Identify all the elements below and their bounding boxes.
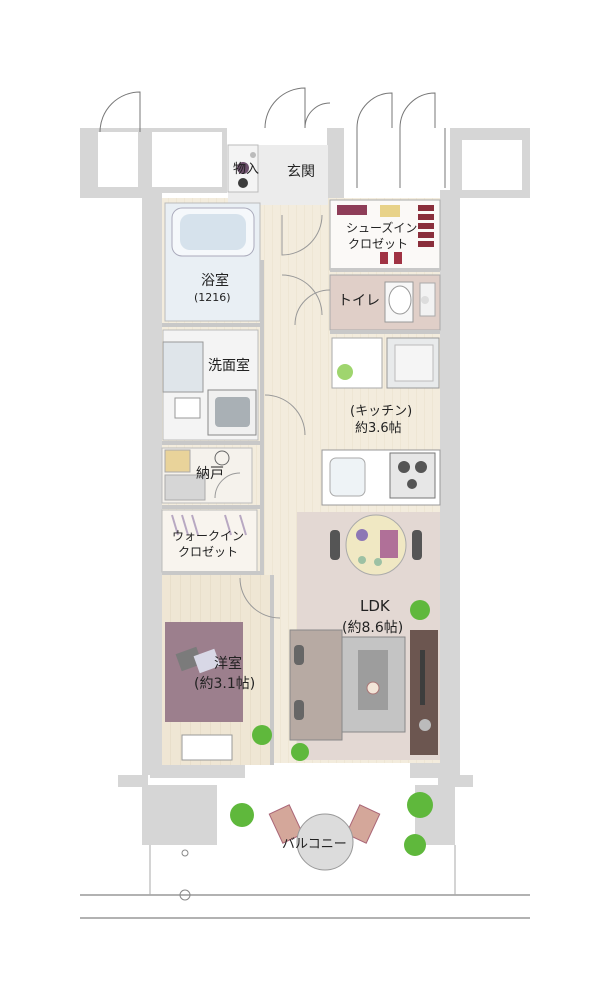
plant-icons	[230, 600, 433, 856]
interior-walls	[162, 260, 440, 765]
label-bath-size: (1216)	[194, 291, 231, 304]
label-western-area: (約3.1帖)	[194, 676, 255, 692]
label-walkin-2: クロゼット	[178, 545, 238, 559]
label-kitchen: (キッチン)	[350, 404, 412, 419]
desk	[181, 734, 233, 761]
balcony-railing	[80, 845, 530, 919]
label-shoe-closet-1: シューズイン	[346, 220, 417, 235]
label-toilet: トイレ	[338, 293, 380, 309]
label-shoe-closet-2: クロゼット	[348, 237, 408, 251]
label-ldk-area: (約8.6帖)	[342, 620, 403, 636]
bed	[165, 622, 243, 722]
label-bath: 浴室	[201, 272, 229, 289]
label-western: 洋室	[214, 655, 242, 672]
entrance-door-swing	[281, 214, 323, 256]
balcony-pillar-left	[142, 785, 217, 845]
label-kitchen-area: 約3.6帖	[355, 421, 402, 436]
label-washroom: 洗面室	[208, 357, 250, 374]
window-door-arcs	[99, 87, 446, 188]
shelf	[331, 337, 383, 389]
label-entrance: 玄関	[287, 163, 315, 180]
label-walkin-1: ウォークイン	[172, 529, 244, 543]
label-storage: 物入	[233, 162, 259, 177]
label-ldk: LDK	[360, 597, 391, 615]
label-balcony: バルコニー	[282, 837, 347, 852]
balcony-table	[296, 813, 354, 871]
label-closet: 納戸	[196, 466, 224, 482]
door-swings	[214, 274, 331, 619]
